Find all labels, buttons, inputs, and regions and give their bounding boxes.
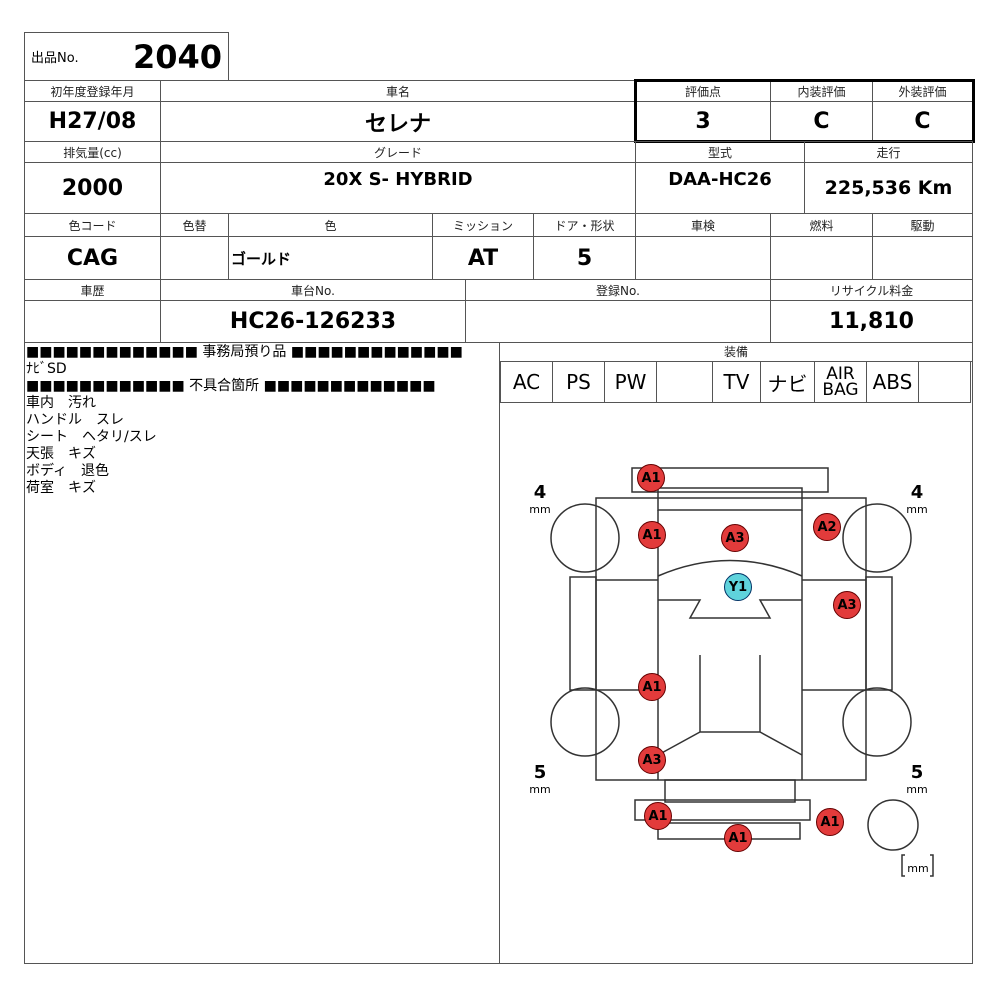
- damage-mark: A3: [638, 746, 666, 774]
- office-item: ﾅﾋﾞSD: [26, 361, 67, 377]
- equip-navi: ナビ: [760, 361, 815, 403]
- damage-mark: Y1: [724, 573, 752, 601]
- damage-mark: A2: [813, 513, 841, 541]
- equip-blank-2: [918, 361, 971, 403]
- notes-header-office: ■■■■■■■■■■■■■ 事務局預り品 ■■■■■■■■■■■■■: [26, 344, 463, 360]
- tread-depth-spare: mm: [907, 862, 929, 875]
- defect-item: ハンドル スレ: [26, 412, 124, 428]
- damage-mark: A1: [638, 521, 666, 549]
- damage-mark: A3: [721, 524, 749, 552]
- notes: ■■■■■■■■■■■■■ 事務局預り品 ■■■■■■■■■■■■■ﾅﾋﾞSD■…: [26, 344, 463, 497]
- notes-header-defects: ■■■■■■■■■■■■ 不具合箇所 ■■■■■■■■■■■■■: [26, 378, 436, 394]
- lot-number: 2040: [132, 37, 222, 76]
- damage-mark: A1: [724, 824, 752, 852]
- defect-item: シート ヘタリ/スレ: [26, 429, 157, 445]
- defect-item: ボディ 退色: [26, 463, 110, 479]
- damage-mark: A1: [638, 673, 666, 701]
- damage-mark: A1: [637, 464, 665, 492]
- damage-mark: A1: [816, 808, 844, 836]
- equip-ac: AC: [500, 361, 553, 403]
- lot-label: 出品No.: [31, 51, 79, 66]
- damage-mark: A3: [833, 591, 861, 619]
- defect-item: 荷室 キズ: [26, 480, 96, 496]
- defect-item: 天張 キズ: [26, 446, 96, 462]
- damage-mark: A1: [644, 802, 672, 830]
- defect-item: 車内 汚れ: [26, 395, 96, 411]
- diagram-panel: [499, 342, 973, 964]
- tires: [550, 503, 919, 851]
